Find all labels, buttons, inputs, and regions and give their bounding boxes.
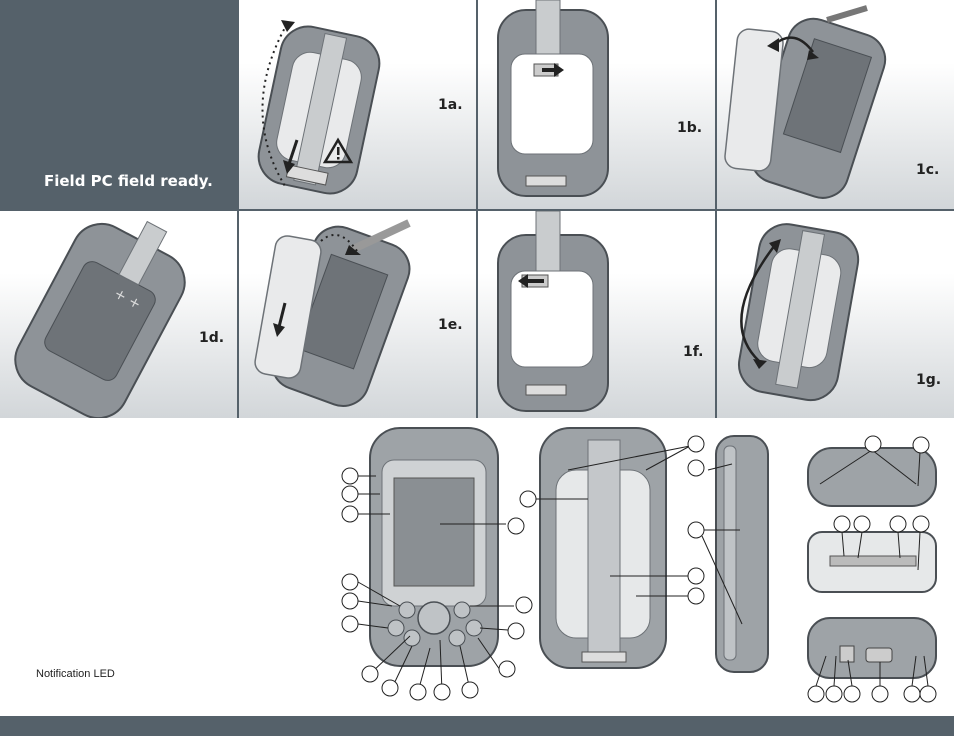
step-1f-illustration	[497, 211, 609, 412]
step-label-1c: 1c.	[916, 162, 940, 178]
step-1c-illustration	[724, 5, 887, 199]
step-label-1b: 1b.	[677, 120, 703, 136]
step-1c-panel: 1c.	[717, 0, 954, 209]
end-views	[807, 447, 937, 679]
step-1b-panel: 1b.	[478, 0, 715, 209]
step-1f-panel: 1f.	[478, 211, 715, 418]
step-1g-illustration	[737, 223, 860, 402]
step-1d-panel: + + 1d.	[0, 211, 237, 418]
step-1e-illustration	[254, 219, 411, 407]
footer-bar	[0, 716, 954, 736]
front-view	[369, 427, 499, 667]
step-1g-panel: 1g.	[717, 211, 954, 418]
step-label-1e: 1e.	[438, 317, 463, 333]
instruction-grid: Field PC field ready. 1a.	[0, 0, 954, 418]
step-label-1d: 1d.	[199, 330, 225, 346]
step-label-1f: 1f.	[683, 344, 704, 360]
step-label-1a: 1a.	[438, 97, 463, 113]
step-1b-illustration	[497, 0, 609, 197]
step-1a-panel: 1a.	[239, 0, 476, 209]
side-view	[715, 435, 769, 673]
step-1d-illustration: + +	[14, 220, 186, 418]
step-1e-panel: 1e.	[239, 211, 476, 418]
notification-led-label: Notification LED	[36, 668, 115, 680]
step-1a-illustration	[257, 20, 381, 195]
step-label-1g: 1g.	[916, 372, 942, 388]
title-panel: Field PC field ready.	[0, 0, 237, 209]
page-title: Field PC field ready.	[44, 172, 213, 190]
back-view	[539, 427, 667, 669]
